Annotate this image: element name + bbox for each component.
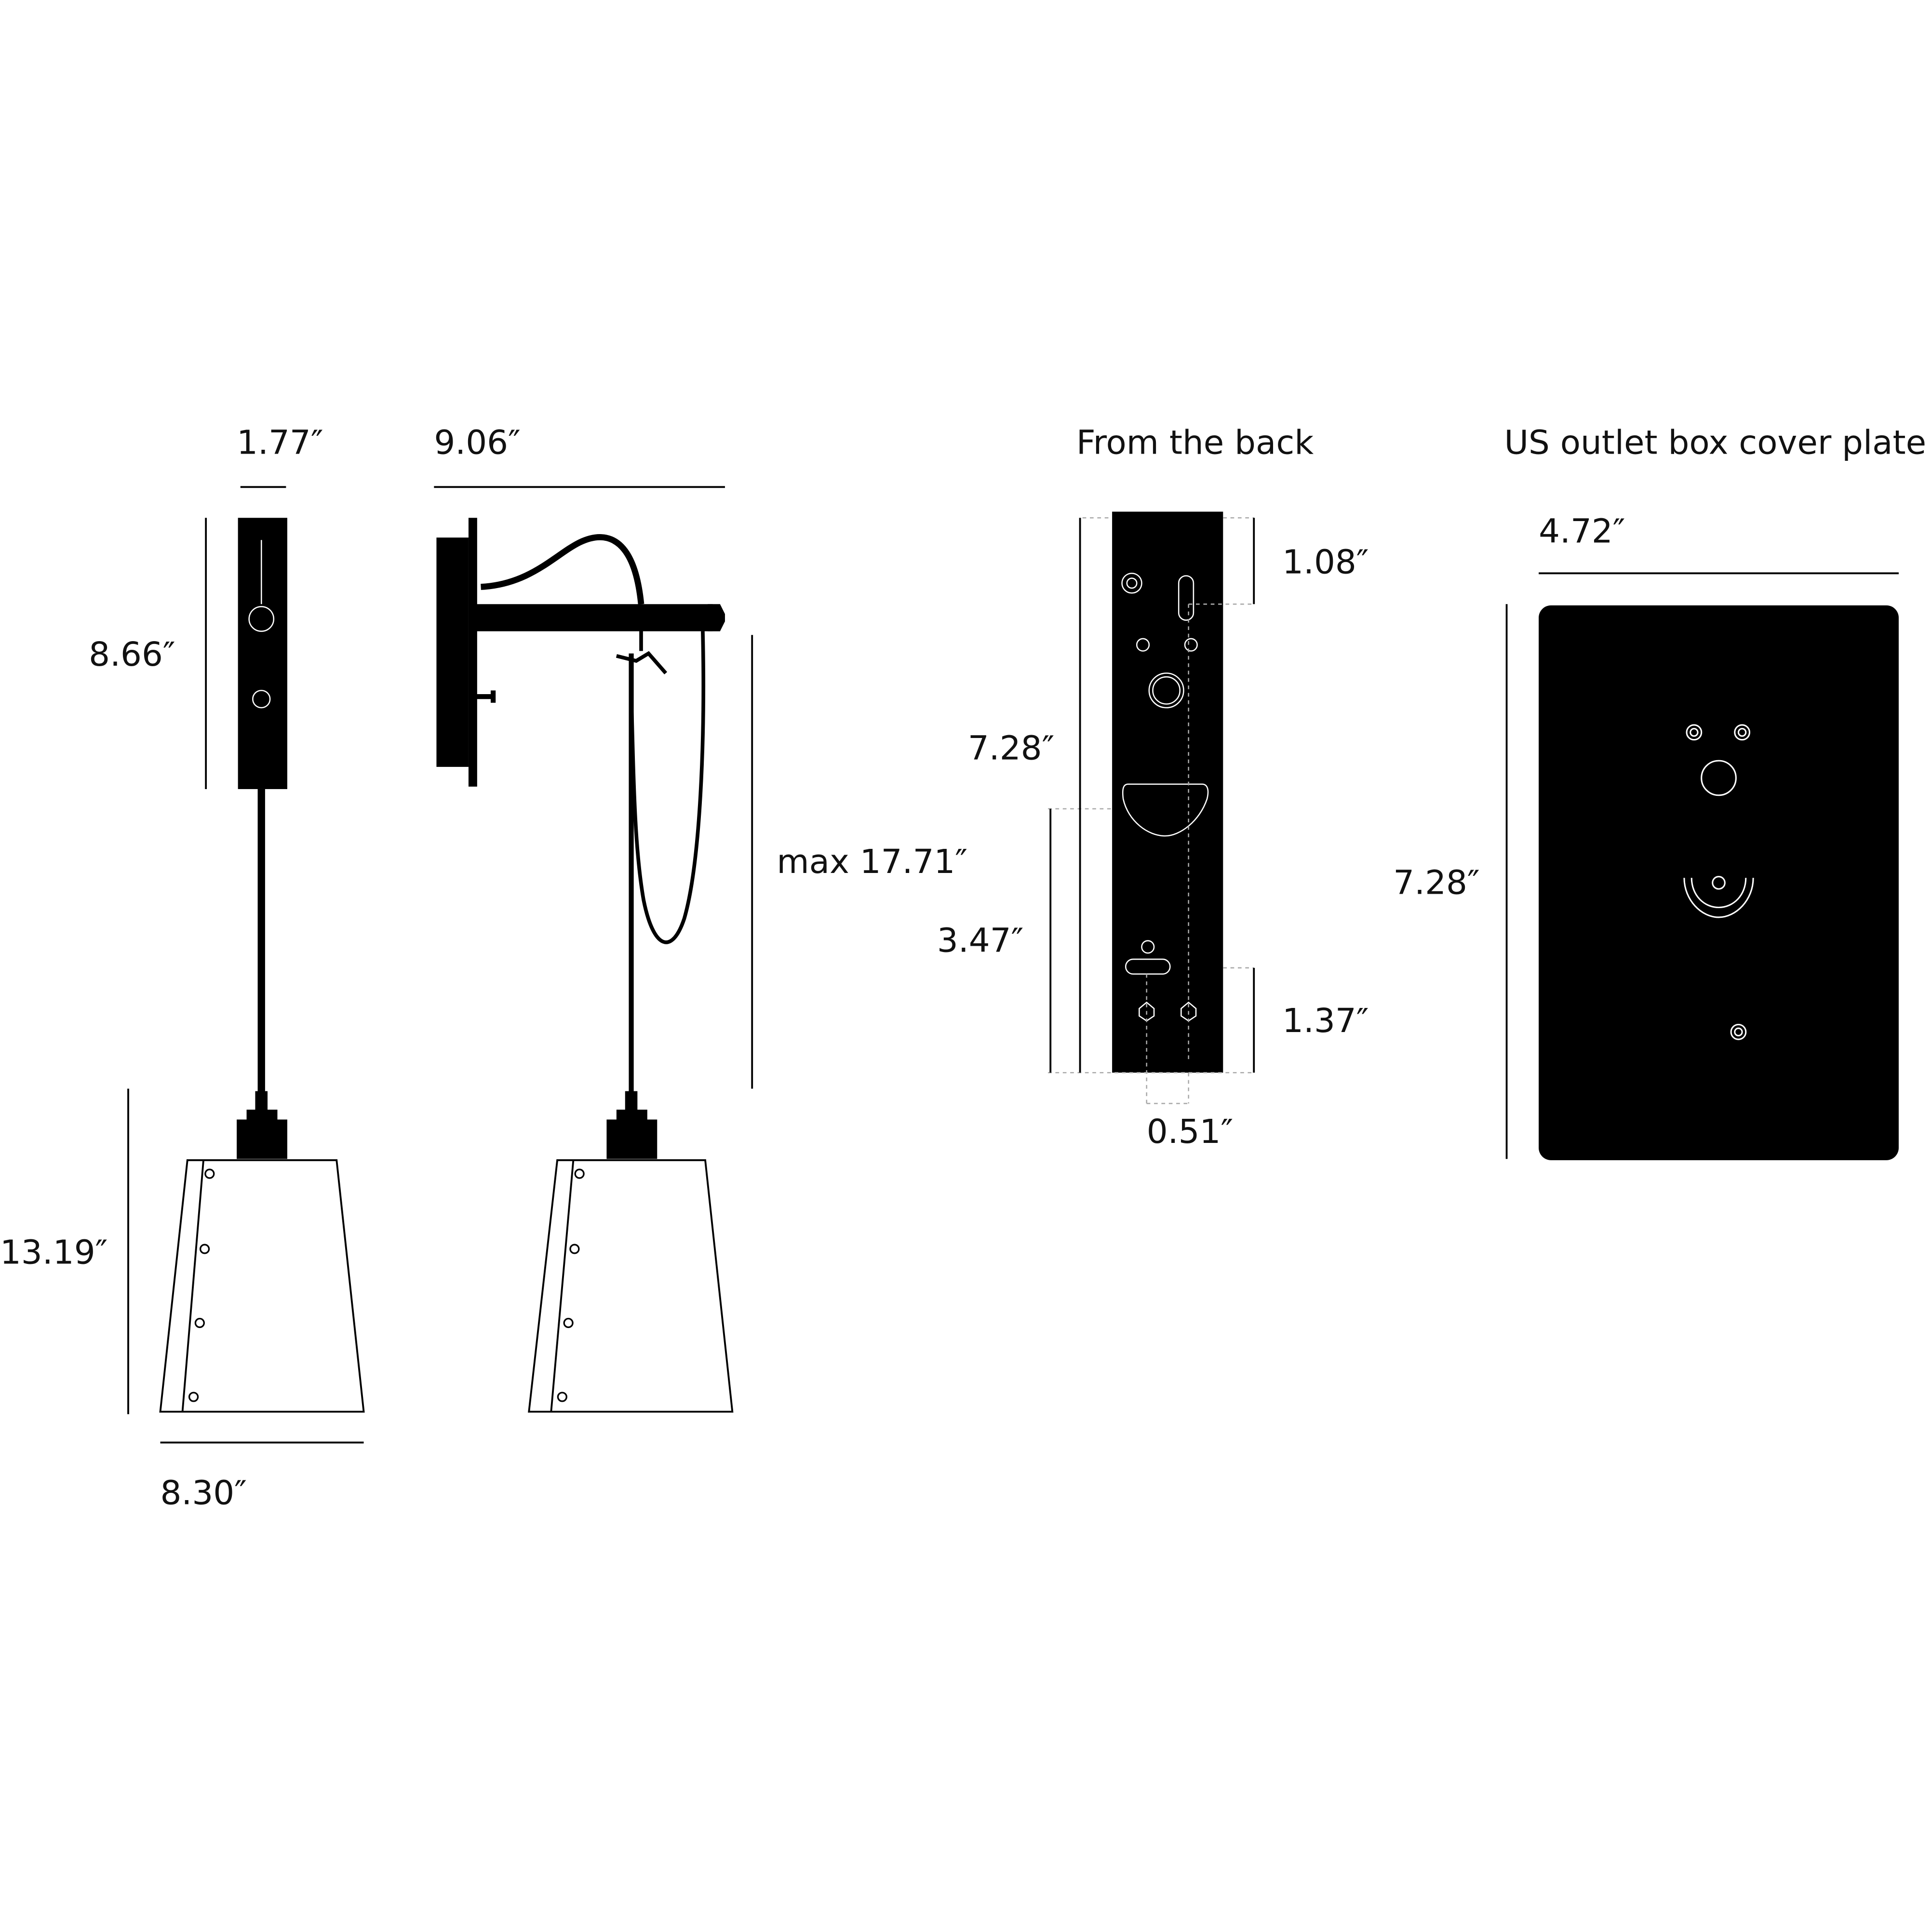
guide-lines: [1048, 517, 1254, 1104]
lamp-socket: [606, 1091, 657, 1159]
backplate-front: [436, 537, 469, 767]
backplate-back: [1112, 511, 1223, 1073]
cover-plate-view: US outlet box cover plate 4.72″ 7.28″: [1393, 423, 1926, 1160]
lower-label: 3.47″: [937, 922, 1024, 960]
shade-height-label: 13.19″: [0, 1234, 107, 1272]
lamp-shade: [159, 1159, 365, 1413]
plate-height-label: 8.66″: [89, 635, 175, 674]
arm-end-cap: [708, 604, 725, 631]
drop-label: max 17.71″: [777, 843, 967, 881]
plate-height-label: 7.28″: [1393, 863, 1480, 902]
side-knob: [476, 690, 496, 703]
bottom-offset-label: 1.37″: [1282, 1002, 1369, 1040]
top-offset-label: 1.08″: [1282, 543, 1369, 581]
rivets: [188, 1168, 215, 1402]
screw-icon: [252, 690, 271, 709]
back-view: From the back 1.08″ 7.28″ 3.47″ 1.37″ 0: [937, 423, 1369, 1151]
lamp-shade: [528, 1159, 734, 1413]
arm: [476, 604, 713, 631]
mounting-holes: [1121, 573, 1209, 1022]
plate-title: US outlet box cover plate: [1504, 423, 1926, 462]
shade-seam: [181, 1160, 204, 1412]
hole-spacing-label: 0.51″: [1147, 1113, 1234, 1151]
cable-loop: [629, 631, 706, 944]
backplate-side: [238, 518, 287, 789]
back-height-label: 7.28″: [968, 729, 1055, 768]
feed-cable: [481, 534, 644, 604]
cable-hook: [616, 604, 668, 675]
rivets: [557, 1168, 585, 1402]
backplate-edge: [468, 518, 477, 787]
lamp-socket: [237, 1091, 287, 1159]
shade-width-label: 8.30″: [161, 1474, 247, 1512]
switch-knob-icon: [248, 606, 275, 632]
cover-plate: [1539, 605, 1899, 1160]
side-width-label: 1.77″: [237, 423, 323, 462]
shade-seam: [550, 1160, 575, 1412]
front-view: 9.06″ max 17.71″: [434, 423, 967, 1413]
side-view: 1.77″ 8.66″ 13.19″ 8.30″: [0, 423, 365, 1512]
plate-holes: [1683, 724, 1754, 1040]
plate-width-label: 4.72″: [1539, 512, 1625, 550]
back-view-title: From the back: [1076, 423, 1314, 462]
arm-length-label: 9.06″: [434, 423, 521, 462]
